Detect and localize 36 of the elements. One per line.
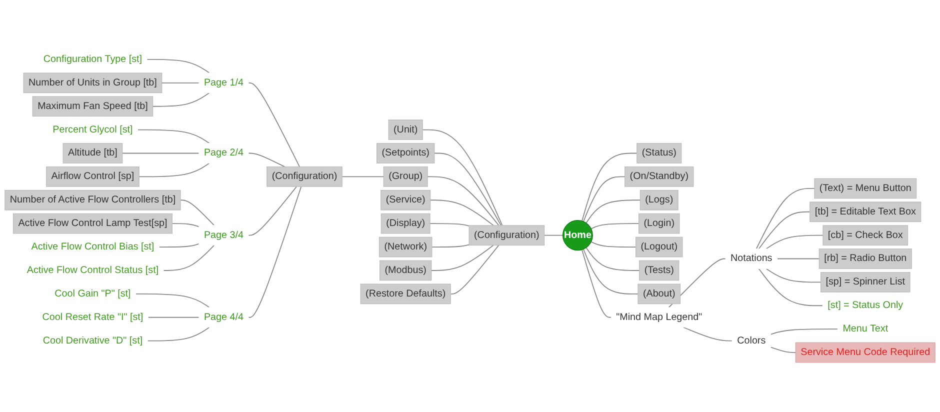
menu-button-box: (Text) = Menu Button	[814, 178, 917, 199]
menu-button-box: (Unit)	[388, 120, 423, 140]
menu-button-box: Number of Units in Group [tb]	[23, 72, 162, 94]
menu-button-box: (Status)	[636, 143, 682, 164]
menu-button-box: (Service)	[380, 190, 431, 210]
menu-button-box: (Tests)	[639, 260, 680, 281]
menu-button-box: (Restore Defaults)	[360, 284, 451, 304]
menu-button-box: Active Flow Control Lamp Test[sp]	[12, 213, 172, 234]
status-text-label: Page 2/4	[198, 143, 249, 164]
branch-text-label: Notations	[725, 248, 778, 269]
home-circle: Home	[562, 220, 593, 251]
menu-button-box: Altitude [tb]	[62, 143, 123, 164]
menu-button-box: [cb] = Check Box	[822, 225, 908, 246]
menu-button-box: (Modbus)	[380, 260, 432, 281]
branch-text-label: Colors	[732, 330, 771, 351]
menu-button-box: (On/Standby)	[624, 166, 694, 187]
menu-button-box: (Login)	[638, 213, 680, 234]
menu-button-box: (About)	[638, 284, 681, 304]
menu-button-box: (Display)	[380, 213, 430, 234]
menu-button-box: (Setpoints)	[376, 143, 435, 164]
highlighted-text-box: Service Menu Code Required	[795, 342, 936, 363]
menu-button-box: Airflow Control [sp]	[46, 166, 140, 187]
menu-button-box: (Configuration)	[468, 225, 545, 246]
menu-button-box: [rb] = Radio Button	[818, 248, 912, 269]
menu-button-box: Maximum Fan Speed [tb]	[32, 96, 154, 117]
menu-button-box: (Network)	[378, 236, 432, 258]
menu-button-box: (Logout)	[636, 236, 683, 258]
menu-button-box: (Logs)	[640, 190, 678, 210]
menu-button-box: (Configuration)	[266, 166, 342, 187]
menu-button-box: [sp] = Spinner List	[820, 272, 910, 292]
status-text-label: Page 4/4	[198, 307, 249, 328]
menu-button-box: [tb] = Editable Text Box	[810, 202, 922, 222]
menu-button-box: (Group)	[383, 166, 428, 187]
status-text-label: Page 3/4	[198, 225, 249, 246]
menu-button-box: Number of Active Flow Controllers [tb]	[4, 190, 181, 210]
status-text-label: Page 1/4	[198, 72, 249, 94]
